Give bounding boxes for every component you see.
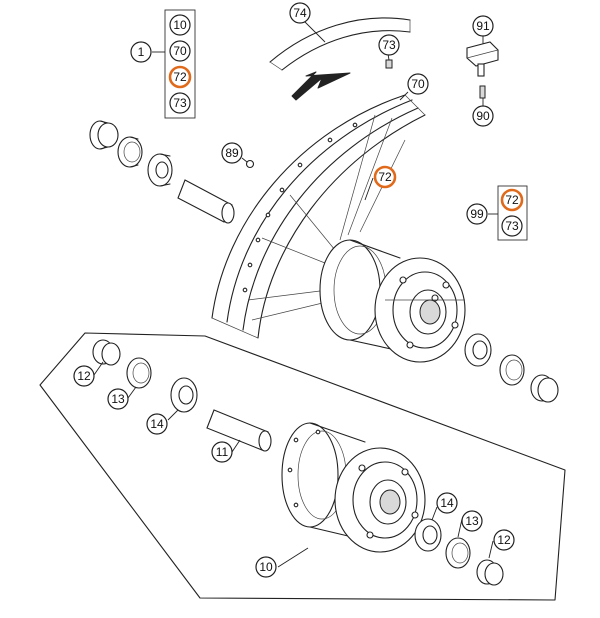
callout-73-nipple: 73 [378, 34, 400, 56]
svg-text:10: 10 [173, 18, 187, 32]
set-99-bracket [488, 185, 528, 241]
upper-bearing [147, 153, 173, 187]
upper-hub [319, 239, 466, 363]
svg-text:14: 14 [440, 496, 454, 510]
right-upper-parts [464, 333, 559, 403]
svg-text:12: 12 [77, 369, 91, 383]
svg-text:73: 73 [505, 219, 519, 233]
callout-74: 74 [289, 2, 311, 24]
callout-11: 11 [211, 441, 233, 463]
svg-text:72: 72 [173, 70, 187, 84]
svg-text:89: 89 [225, 146, 239, 160]
callout-91: 91 [472, 15, 494, 37]
callout-set1-72-highlighted: 72 [168, 65, 192, 89]
svg-text:70: 70 [411, 77, 425, 91]
lower-bearing [170, 377, 198, 413]
right-dust-seal [530, 374, 559, 403]
svg-text:73: 73 [173, 96, 187, 110]
callout-14-right: 14 [436, 492, 458, 514]
set-1-bracket [152, 9, 196, 119]
callout-72-spoke-highlighted: 72 [373, 165, 397, 189]
callout-set99-72-highlighted: 72 [500, 188, 524, 212]
svg-text:72: 72 [505, 193, 519, 207]
svg-text:91: 91 [476, 19, 490, 33]
upper-left-parts [89, 120, 235, 224]
callout-set1-70: 70 [169, 40, 191, 62]
svg-text:12: 12 [497, 533, 511, 547]
spoke-nipple [385, 59, 393, 69]
callout-set1-73: 73 [169, 92, 191, 114]
small-screw [245, 159, 255, 169]
svg-text:13: 13 [465, 514, 479, 528]
svg-text:74: 74 [293, 6, 307, 20]
lower-right-ring-seal [445, 537, 471, 569]
svg-text:99: 99 [470, 207, 484, 221]
callout-10-hub: 10 [255, 556, 277, 578]
upper-ring-seal [117, 136, 143, 168]
svg-text:73: 73 [382, 38, 396, 52]
callout-set99-73: 73 [501, 215, 523, 237]
right-bearing [464, 333, 492, 367]
lower-dust-seal [92, 339, 121, 366]
lower-right-bearing [414, 518, 442, 552]
leader-lines [93, 21, 494, 568]
lower-spacer-tube [206, 409, 272, 452]
callout-12-right: 12 [493, 529, 515, 551]
lower-hub [281, 422, 426, 553]
svg-text:14: 14 [150, 417, 164, 431]
callout-1: 1 [130, 41, 152, 63]
callout-14-left: 14 [146, 413, 168, 435]
svg-text:70: 70 [173, 44, 187, 58]
svg-text:11: 11 [216, 445, 229, 459]
rotation-arrow [291, 71, 351, 101]
tire-valve [466, 41, 499, 99]
lower-right-parts [414, 518, 504, 586]
svg-text:72: 72 [378, 170, 392, 184]
lower-right-dust-seal [476, 559, 504, 586]
svg-text:13: 13 [111, 392, 125, 406]
lower-ring-seal [126, 357, 152, 389]
callout-12-left: 12 [73, 365, 95, 387]
callout-89: 89 [221, 142, 243, 164]
callout-13-right: 13 [461, 510, 483, 532]
upper-spacer-tube [177, 179, 235, 224]
lower-left-parts [92, 339, 272, 452]
callout-70-rim: 70 [407, 73, 429, 95]
hub-panel [39, 332, 566, 601]
right-ring-seal [499, 354, 525, 386]
callout-set1-10: 10 [169, 14, 191, 36]
svg-text:90: 90 [476, 109, 490, 123]
svg-text:10: 10 [259, 560, 273, 574]
rim-spoke-holes [242, 122, 358, 293]
rim-tape [269, 17, 411, 71]
callout-90: 90 [472, 105, 494, 127]
svg-text:1: 1 [138, 45, 145, 59]
callout-13-left: 13 [107, 388, 129, 410]
upper-dust-seal [89, 120, 119, 150]
callout-99: 99 [466, 203, 488, 225]
